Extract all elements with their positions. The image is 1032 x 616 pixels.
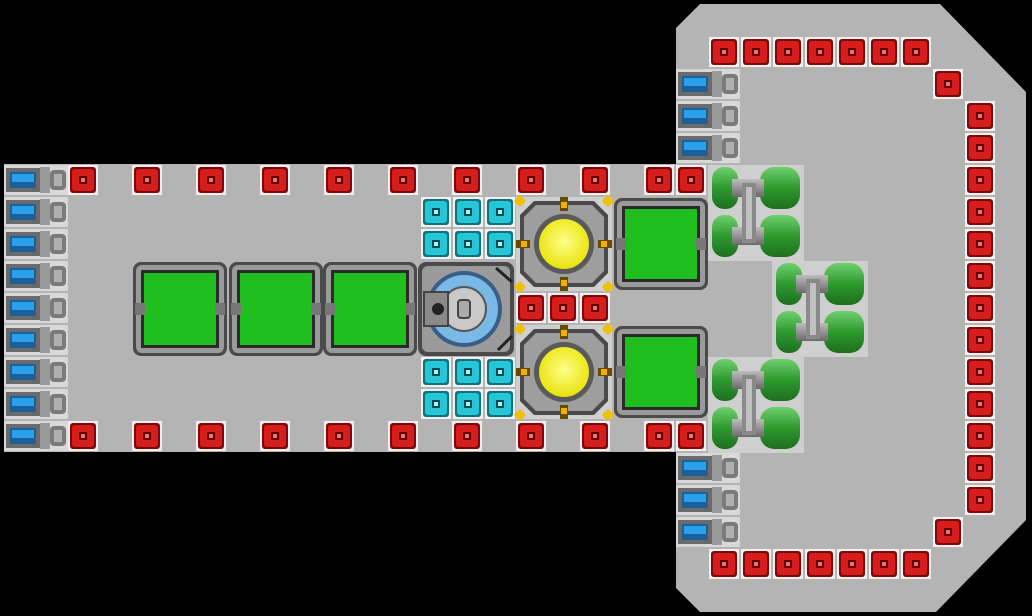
- armor-block-icon[interactable]: [196, 165, 226, 195]
- armor-block-icon[interactable]: [965, 261, 995, 291]
- armor-block-icon[interactable]: [965, 101, 995, 131]
- armor-block-icon[interactable]: [933, 517, 963, 547]
- armor-block-icon[interactable]: [260, 165, 290, 195]
- armor-block-icon[interactable]: [965, 325, 995, 355]
- thruster-icon[interactable]: [4, 293, 68, 323]
- armor-block-icon[interactable]: [965, 389, 995, 419]
- armor-block-icon[interactable]: [901, 37, 931, 67]
- thruster-icon[interactable]: [4, 357, 68, 387]
- armor-block-icon[interactable]: [709, 549, 739, 579]
- thruster-layer: [4, 69, 740, 547]
- armor-block-icon[interactable]: [388, 165, 418, 195]
- armor-block-icon[interactable]: [805, 549, 835, 579]
- armor-block-icon[interactable]: [324, 165, 354, 195]
- cockpit-icon[interactable]: [418, 262, 514, 356]
- armor-block-icon[interactable]: [132, 421, 162, 451]
- shield-emitter-icon[interactable]: [485, 389, 515, 419]
- thruster-icon[interactable]: [676, 453, 740, 483]
- armor-block-icon[interactable]: [452, 421, 482, 451]
- armor-block-icon[interactable]: [580, 293, 610, 323]
- armor-block-icon[interactable]: [869, 37, 899, 67]
- armor-block-icon[interactable]: [68, 165, 98, 195]
- engine-icon[interactable]: [708, 357, 804, 453]
- armor-block-icon[interactable]: [132, 165, 162, 195]
- cargo-container-icon[interactable]: [323, 262, 417, 356]
- thruster-icon[interactable]: [4, 197, 68, 227]
- armor-block-icon[interactable]: [676, 421, 706, 451]
- cargo-container-icon[interactable]: [614, 326, 708, 418]
- armor-block-icon[interactable]: [869, 549, 899, 579]
- thruster-icon[interactable]: [676, 485, 740, 515]
- armor-block-icon[interactable]: [837, 37, 867, 67]
- reactor-core-icon[interactable]: [514, 195, 614, 293]
- armor-block-icon[interactable]: [773, 549, 803, 579]
- armor-block-icon[interactable]: [965, 485, 995, 515]
- armor-block-icon[interactable]: [516, 165, 546, 195]
- armor-block-icon[interactable]: [965, 357, 995, 387]
- shield-emitter-icon[interactable]: [453, 389, 483, 419]
- thruster-icon[interactable]: [4, 165, 68, 195]
- armor-block-icon[interactable]: [516, 421, 546, 451]
- armor-block-icon[interactable]: [516, 293, 546, 323]
- armor-block-icon[interactable]: [965, 133, 995, 163]
- armor-block-icon[interactable]: [965, 421, 995, 451]
- armor-block-icon[interactable]: [548, 293, 578, 323]
- armor-block-icon[interactable]: [901, 549, 931, 579]
- cargo-container-icon[interactable]: [229, 262, 323, 356]
- armor-block-icon[interactable]: [933, 69, 963, 99]
- shield-emitter-icon[interactable]: [453, 357, 483, 387]
- shield-emitter-icon[interactable]: [485, 229, 515, 259]
- armor-block-icon[interactable]: [644, 421, 674, 451]
- thruster-icon[interactable]: [4, 389, 68, 419]
- thruster-icon[interactable]: [4, 261, 68, 291]
- cargo-container-icon[interactable]: [614, 198, 708, 290]
- shield-emitter-icon[interactable]: [421, 389, 451, 419]
- armor-block-icon[interactable]: [324, 421, 354, 451]
- engine-icon[interactable]: [772, 261, 868, 357]
- shield-emitter-icon[interactable]: [453, 229, 483, 259]
- armor-block-icon[interactable]: [676, 165, 706, 195]
- shield-emitter-icon[interactable]: [485, 197, 515, 227]
- shield-emitter-icon[interactable]: [453, 197, 483, 227]
- reactor-layer: [514, 195, 614, 421]
- armor-block-icon[interactable]: [965, 229, 995, 259]
- engine-layer: [708, 165, 868, 453]
- armor-block-icon[interactable]: [741, 37, 771, 67]
- shield-emitter-icon[interactable]: [421, 197, 451, 227]
- thruster-icon[interactable]: [676, 517, 740, 547]
- thruster-icon[interactable]: [4, 325, 68, 355]
- armor-block-icon[interactable]: [965, 293, 995, 323]
- shield-emitter-icon[interactable]: [421, 357, 451, 387]
- armor-block-icon[interactable]: [709, 37, 739, 67]
- armor-block-icon[interactable]: [388, 421, 418, 451]
- armor-layer: [68, 37, 995, 579]
- shield-layer: [421, 197, 515, 419]
- thruster-icon[interactable]: [676, 69, 740, 99]
- armor-block-icon[interactable]: [965, 197, 995, 227]
- armor-block-icon[interactable]: [452, 165, 482, 195]
- thruster-icon[interactable]: [4, 229, 68, 259]
- armor-block-icon[interactable]: [260, 421, 290, 451]
- armor-block-icon[interactable]: [644, 165, 674, 195]
- armor-block-icon[interactable]: [805, 37, 835, 67]
- cargo-layer: [133, 198, 708, 418]
- armor-block-icon[interactable]: [773, 37, 803, 67]
- shield-emitter-icon[interactable]: [485, 357, 515, 387]
- armor-block-icon[interactable]: [741, 549, 771, 579]
- cargo-container-icon[interactable]: [133, 262, 227, 356]
- armor-block-icon[interactable]: [196, 421, 226, 451]
- armor-block-icon[interactable]: [965, 453, 995, 483]
- armor-block-icon[interactable]: [965, 165, 995, 195]
- armor-block-icon[interactable]: [580, 165, 610, 195]
- thruster-icon[interactable]: [676, 101, 740, 131]
- thruster-icon[interactable]: [676, 133, 740, 163]
- engine-icon[interactable]: [708, 165, 804, 261]
- reactor-core-icon[interactable]: [514, 323, 614, 421]
- thruster-icon[interactable]: [4, 421, 68, 451]
- armor-block-icon[interactable]: [580, 421, 610, 451]
- armor-block-icon[interactable]: [68, 421, 98, 451]
- shield-emitter-icon[interactable]: [421, 229, 451, 259]
- armor-block-icon[interactable]: [837, 549, 867, 579]
